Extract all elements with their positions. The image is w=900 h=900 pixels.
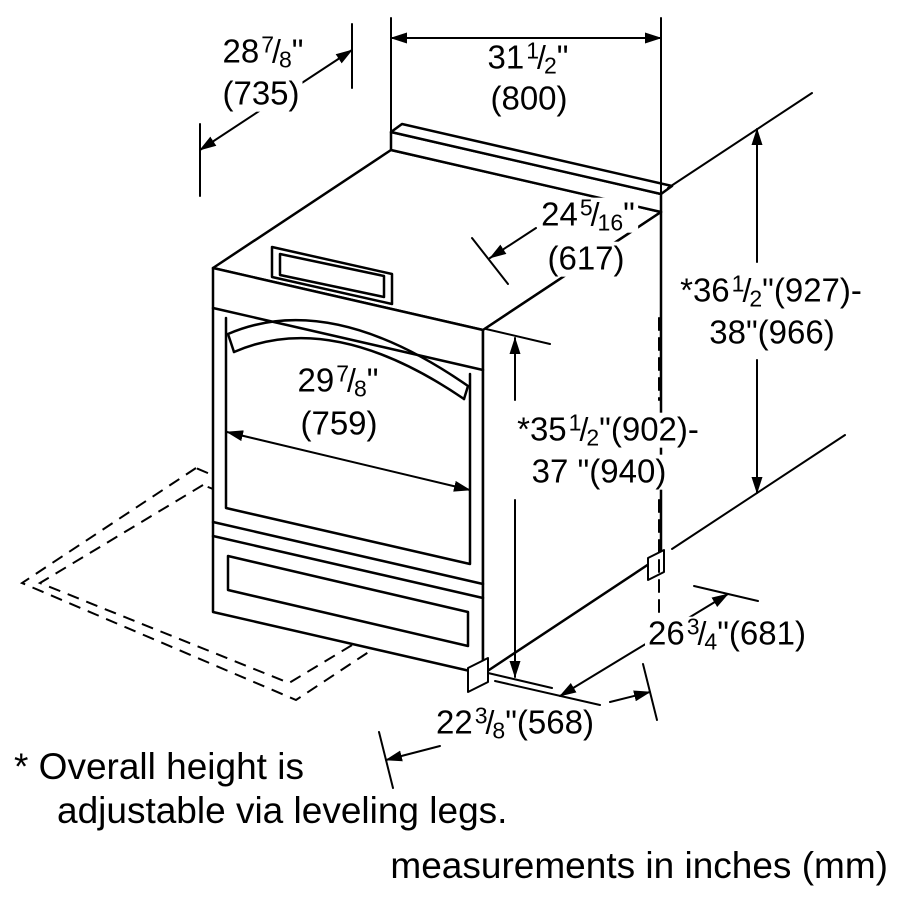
ext-line-26-front: [494, 680, 601, 706]
dim-line-22-left: [385, 745, 441, 762]
footprint-outer-dashed: [19, 466, 473, 702]
dim-unit-mm: "(902)-: [599, 410, 699, 448]
dim-whole: 31: [487, 38, 525, 76]
dim-whole: 22: [436, 703, 473, 741]
dim-24-mm-label: (617): [544, 241, 628, 277]
dim-unit: ": [556, 38, 569, 76]
fraction: 1/2: [526, 37, 557, 79]
dim-31-inches-label: 311/2": [484, 37, 572, 79]
floor-footprint: [19, 466, 473, 702]
control-panel-bottom-line: [211, 306, 485, 372]
units-caption: measurements in inches (mm): [390, 845, 888, 886]
front-face: [211, 266, 485, 676]
control-display-outer: [270, 245, 394, 306]
dim-unit: ": [366, 361, 379, 399]
front-leveling-leg: [467, 657, 489, 693]
warming-drawer-panel: [226, 554, 470, 648]
dim-unit: ": [623, 195, 635, 233]
dim-28-inches-label: 287/8": [219, 31, 307, 73]
ext-line-36-top: [667, 92, 813, 189]
asterisk: *: [517, 410, 530, 448]
dim-line-22-right: [609, 690, 651, 703]
dim-36-range-label-line2: 38"(966): [706, 315, 838, 351]
fraction: 3/4: [686, 613, 718, 655]
dim-35-range-label-line2: 37 "(940): [528, 454, 670, 490]
dim-unit-mm: "(927)-: [762, 271, 862, 309]
ext-line-24: [471, 237, 509, 285]
dim-whole: 26: [648, 614, 685, 652]
fraction: 3/8: [474, 702, 506, 744]
dim-line-26: [559, 593, 729, 697]
fraction: 5/16: [579, 194, 624, 236]
dim-26-label: 263/4"(681): [645, 613, 809, 655]
door-handle-ends: [226, 332, 470, 401]
ext-line-35-top: [485, 328, 551, 345]
dim-unit-mm: "(568): [505, 703, 594, 741]
ext-line-35-bottom: [487, 672, 553, 689]
dim-24-inches-label: 245/16": [538, 194, 638, 236]
dim-36-range-label-line1: *361/2"(927)-: [677, 270, 865, 312]
dim-whole: 28: [222, 32, 260, 70]
dim-29-mm-label: (759): [297, 406, 381, 442]
footnote-line2: adjustable via leveling legs.: [57, 790, 508, 831]
dim-22-label: 223/8"(568): [433, 702, 597, 744]
fraction: 7/8: [336, 360, 367, 402]
dim-line-24: [489, 227, 537, 259]
dim-unit: ": [291, 32, 304, 70]
door-handle-top: [226, 318, 470, 388]
dim-unit-mm: "(681): [717, 614, 806, 652]
dim-whole: 36: [692, 271, 730, 309]
door-handle-bottom: [232, 336, 466, 401]
footprint-inner-dashed: [37, 483, 455, 685]
ext-line-36-bottom: [671, 434, 846, 550]
fraction: 1/2: [568, 409, 600, 451]
dim-28-mm-label: (735): [219, 76, 303, 112]
dim-whole: 24: [541, 195, 578, 233]
footnote-line1: * Overall height is: [14, 746, 304, 787]
control-display-inner: [278, 252, 386, 299]
dim-whole: 29: [297, 361, 335, 399]
fraction: 7/8: [261, 31, 292, 73]
dim-line-29: [226, 430, 471, 492]
dim-35-range-label-line1: *351/2"(902)-: [514, 409, 702, 451]
ext-line-26-back: [693, 585, 759, 602]
fraction: 1/2: [731, 270, 763, 312]
asterisk: *: [680, 271, 693, 309]
door-drawer-separator: [211, 520, 485, 600]
dim-31-mm-label: (800): [487, 81, 571, 117]
dim-whole: 35: [529, 410, 567, 448]
dim-29-inches-label: 297/8": [294, 360, 382, 402]
